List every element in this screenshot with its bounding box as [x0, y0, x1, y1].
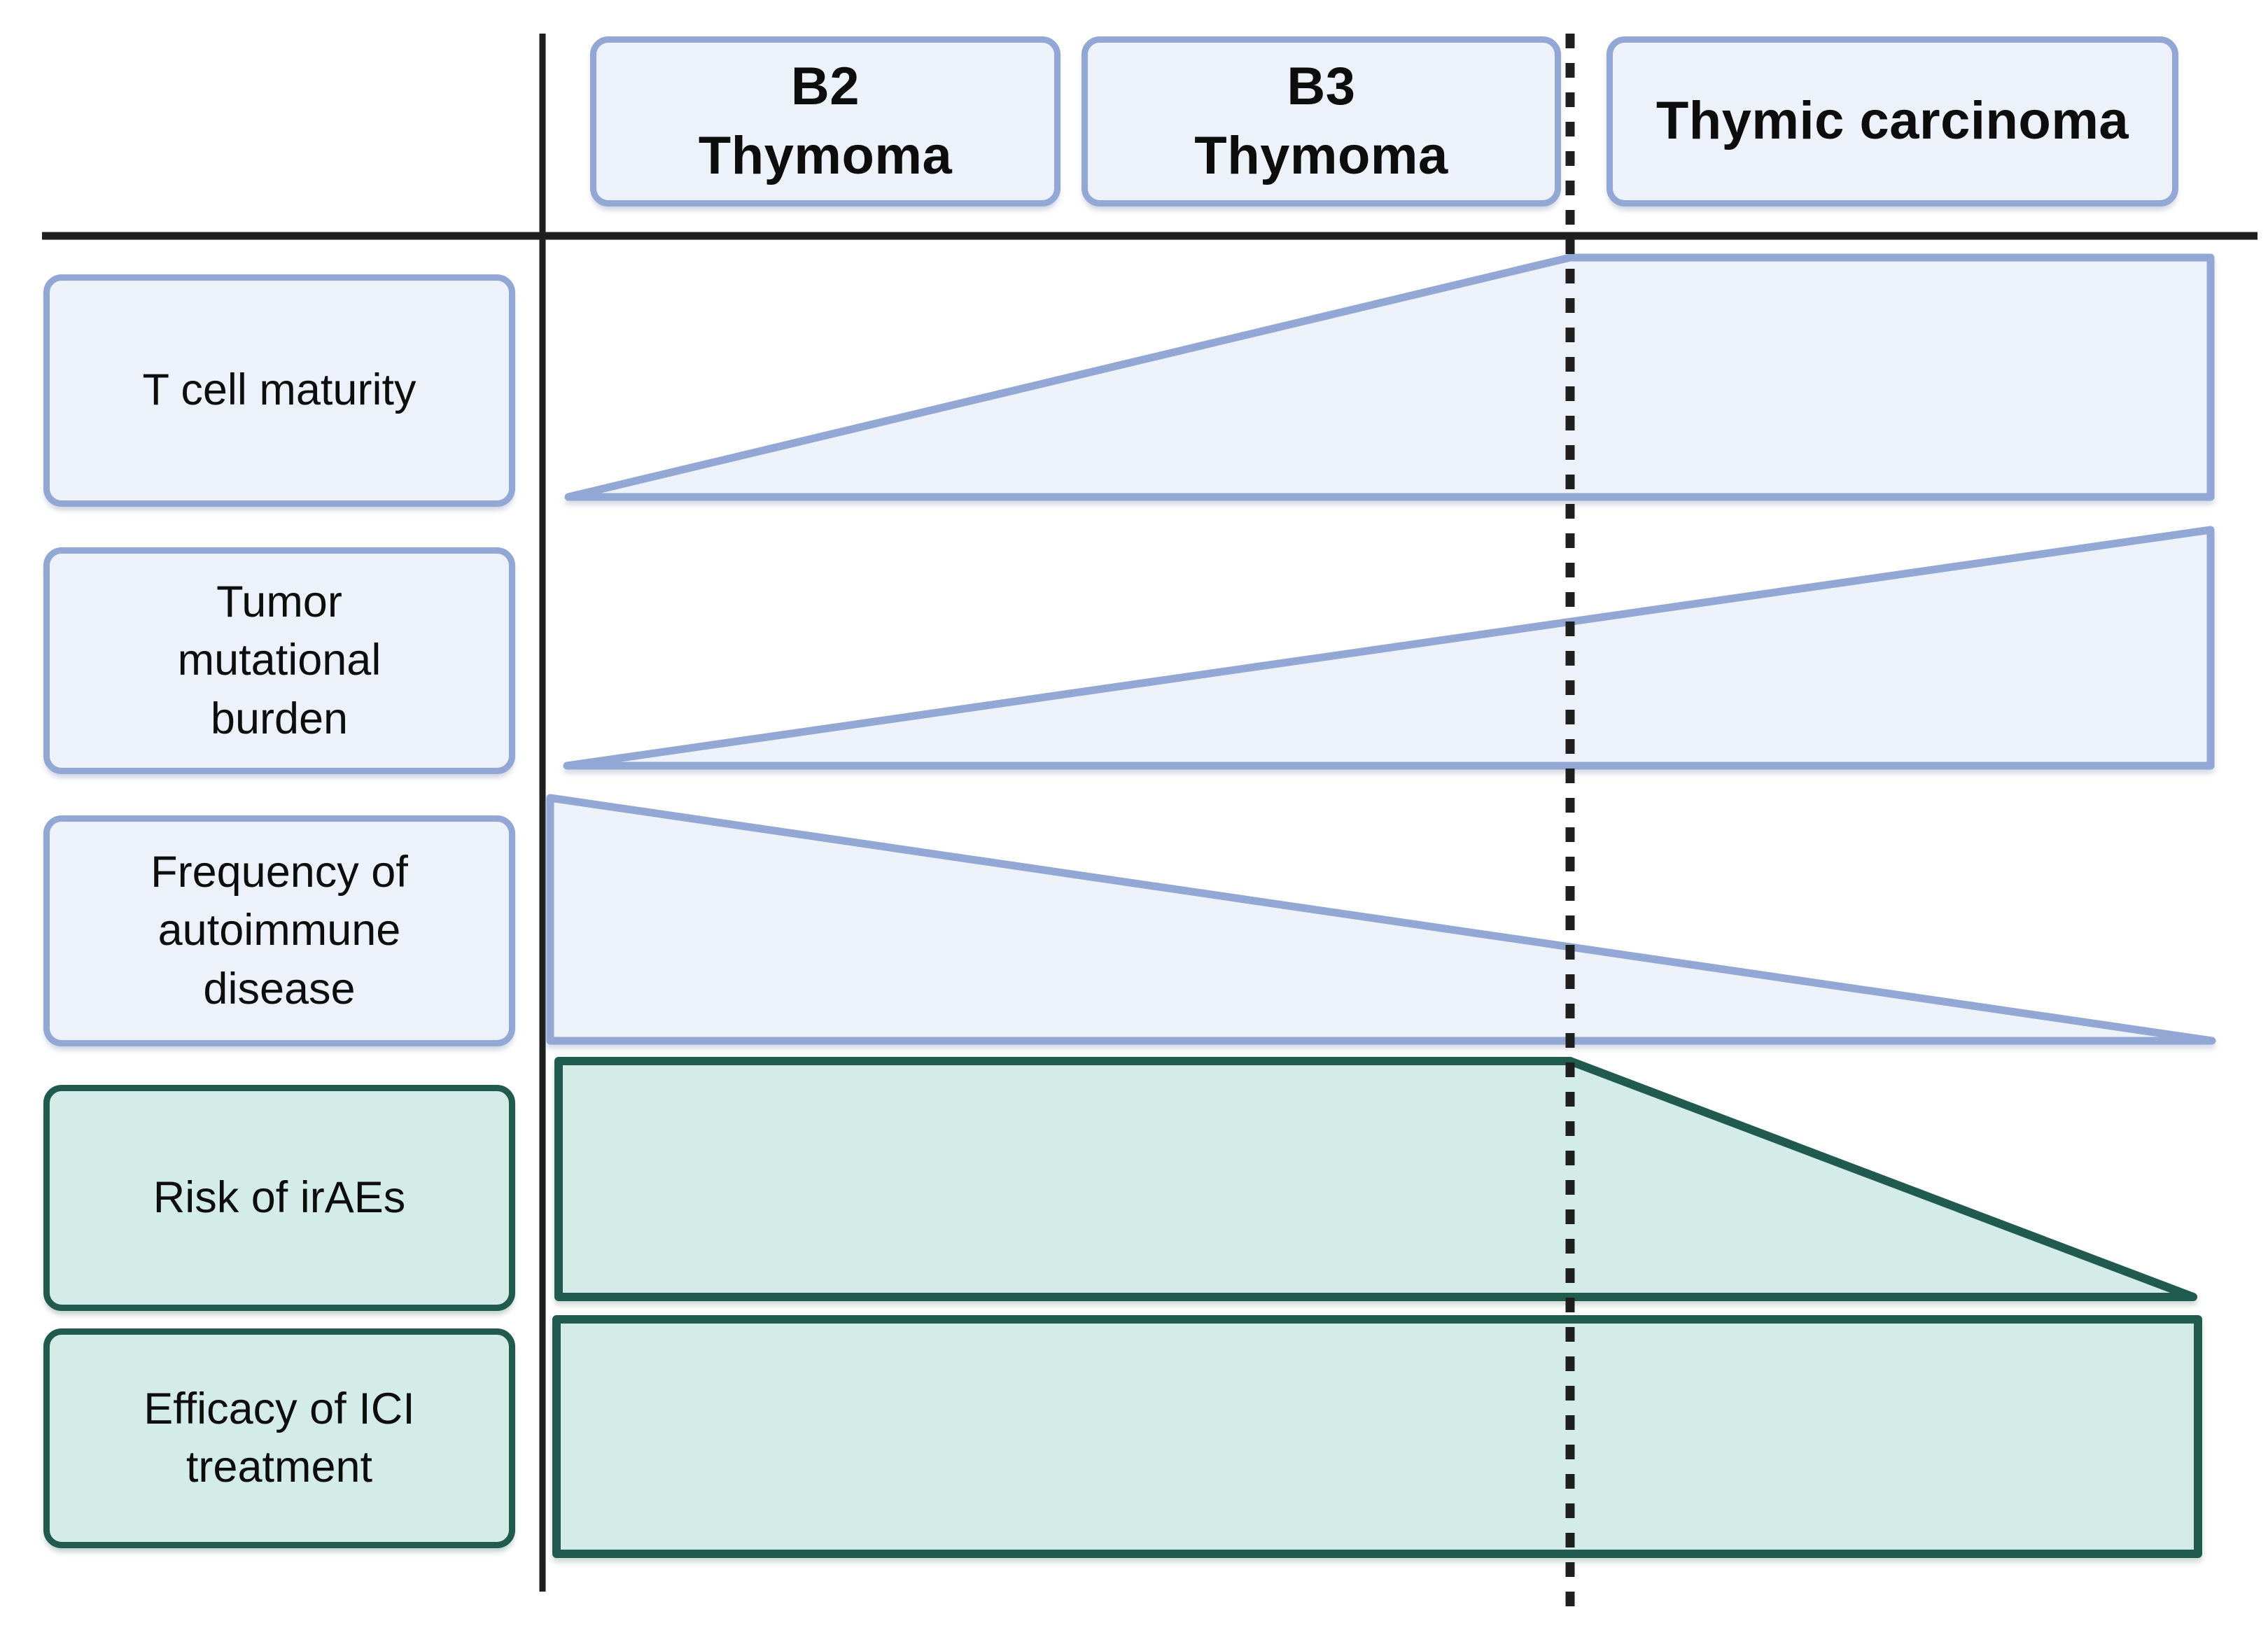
column-header-b2-thymoma: B2 Thymoma [590, 36, 1060, 206]
row-label-frequency-of-autoimmune-disease: Frequency of autoimmune disease [43, 815, 515, 1046]
row-label-efficacy-of-ici-treatment: Efficacy of ICI treatment [43, 1328, 515, 1548]
row-label-tumor-mutational-burden: Tumor mutational burden [43, 547, 515, 774]
t-cell-maturity-wedge [564, 253, 2215, 501]
column-header-thymic-carcinoma: Thymic carcinoma [1606, 36, 2178, 206]
row-label-t-cell-maturity: T cell maturity [43, 274, 515, 507]
ici-efficacy-rectangle [552, 1315, 2202, 1558]
autoimmune-disease-frequency-wedge [546, 794, 2216, 1045]
row-label-risk-of-iraes: Risk of irAEs [43, 1085, 515, 1311]
risk-of-iraes-trapezoid [554, 1057, 2197, 1301]
tumor-mutational-burden-wedge [563, 526, 2215, 770]
column-header-b3-thymoma: B3 Thymoma [1082, 36, 1561, 206]
